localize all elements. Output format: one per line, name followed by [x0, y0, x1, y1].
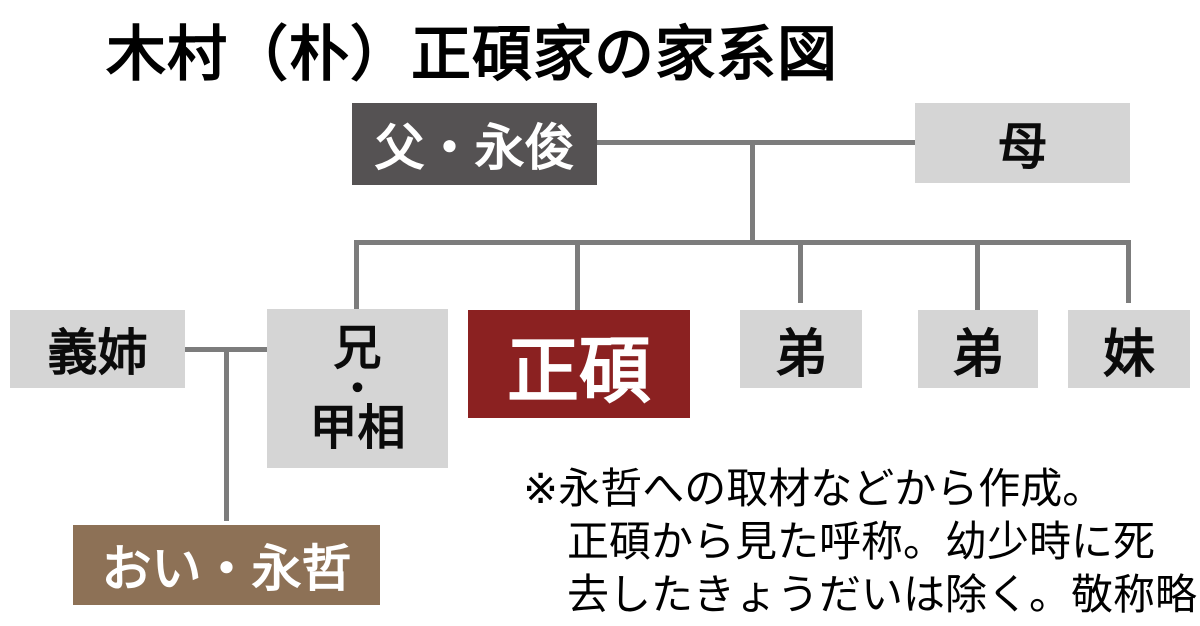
connector-drop-elder-brother — [354, 240, 359, 309]
node-jeongseok-highlight: 正碩 — [468, 310, 690, 418]
connector-siblings-bar — [354, 240, 1131, 245]
elder-brother-separator: ・ — [337, 366, 378, 411]
connector-drop-younger-sister — [1126, 240, 1131, 303]
source-note-line-2: 正碩から見た呼称。幼少時に死 — [567, 518, 1156, 565]
connector-parents-couple — [597, 140, 915, 145]
connector-drop-younger-brother-2 — [975, 240, 980, 310]
node-father: 父・永俊 — [352, 103, 597, 185]
node-younger-sister: 妹 — [1068, 310, 1190, 388]
source-note-line-3: 去したきょうだいは除く。敬称略 — [567, 571, 1198, 618]
connector-nephew-drop — [224, 349, 229, 521]
connector-parents-drop — [750, 140, 755, 245]
connector-drop-jeongseok — [575, 240, 580, 310]
elder-brother-name: 甲相 — [309, 401, 406, 455]
node-mother: 母 — [915, 103, 1130, 183]
node-sister-in-law: 義姉 — [10, 310, 185, 388]
source-note: ※永哲への取材などから作成。 正碩から見た呼称。幼少時に死 去したきょうだいは除… — [523, 462, 1197, 621]
connector-drop-younger-brother-1 — [798, 240, 803, 303]
node-younger-brother-2: 弟 — [918, 310, 1038, 388]
page-title: 木村（朴）正碩家の家系図 — [106, 21, 838, 88]
node-elder-brother: 兄 ・ 甲相 — [267, 309, 448, 468]
node-nephew: おい・永哲 — [73, 525, 380, 605]
source-note-line-1: ※永哲への取材などから作成。 — [523, 465, 1105, 512]
node-younger-brother-1: 弟 — [740, 310, 862, 388]
elder-brother-role: 兄 — [333, 321, 382, 375]
